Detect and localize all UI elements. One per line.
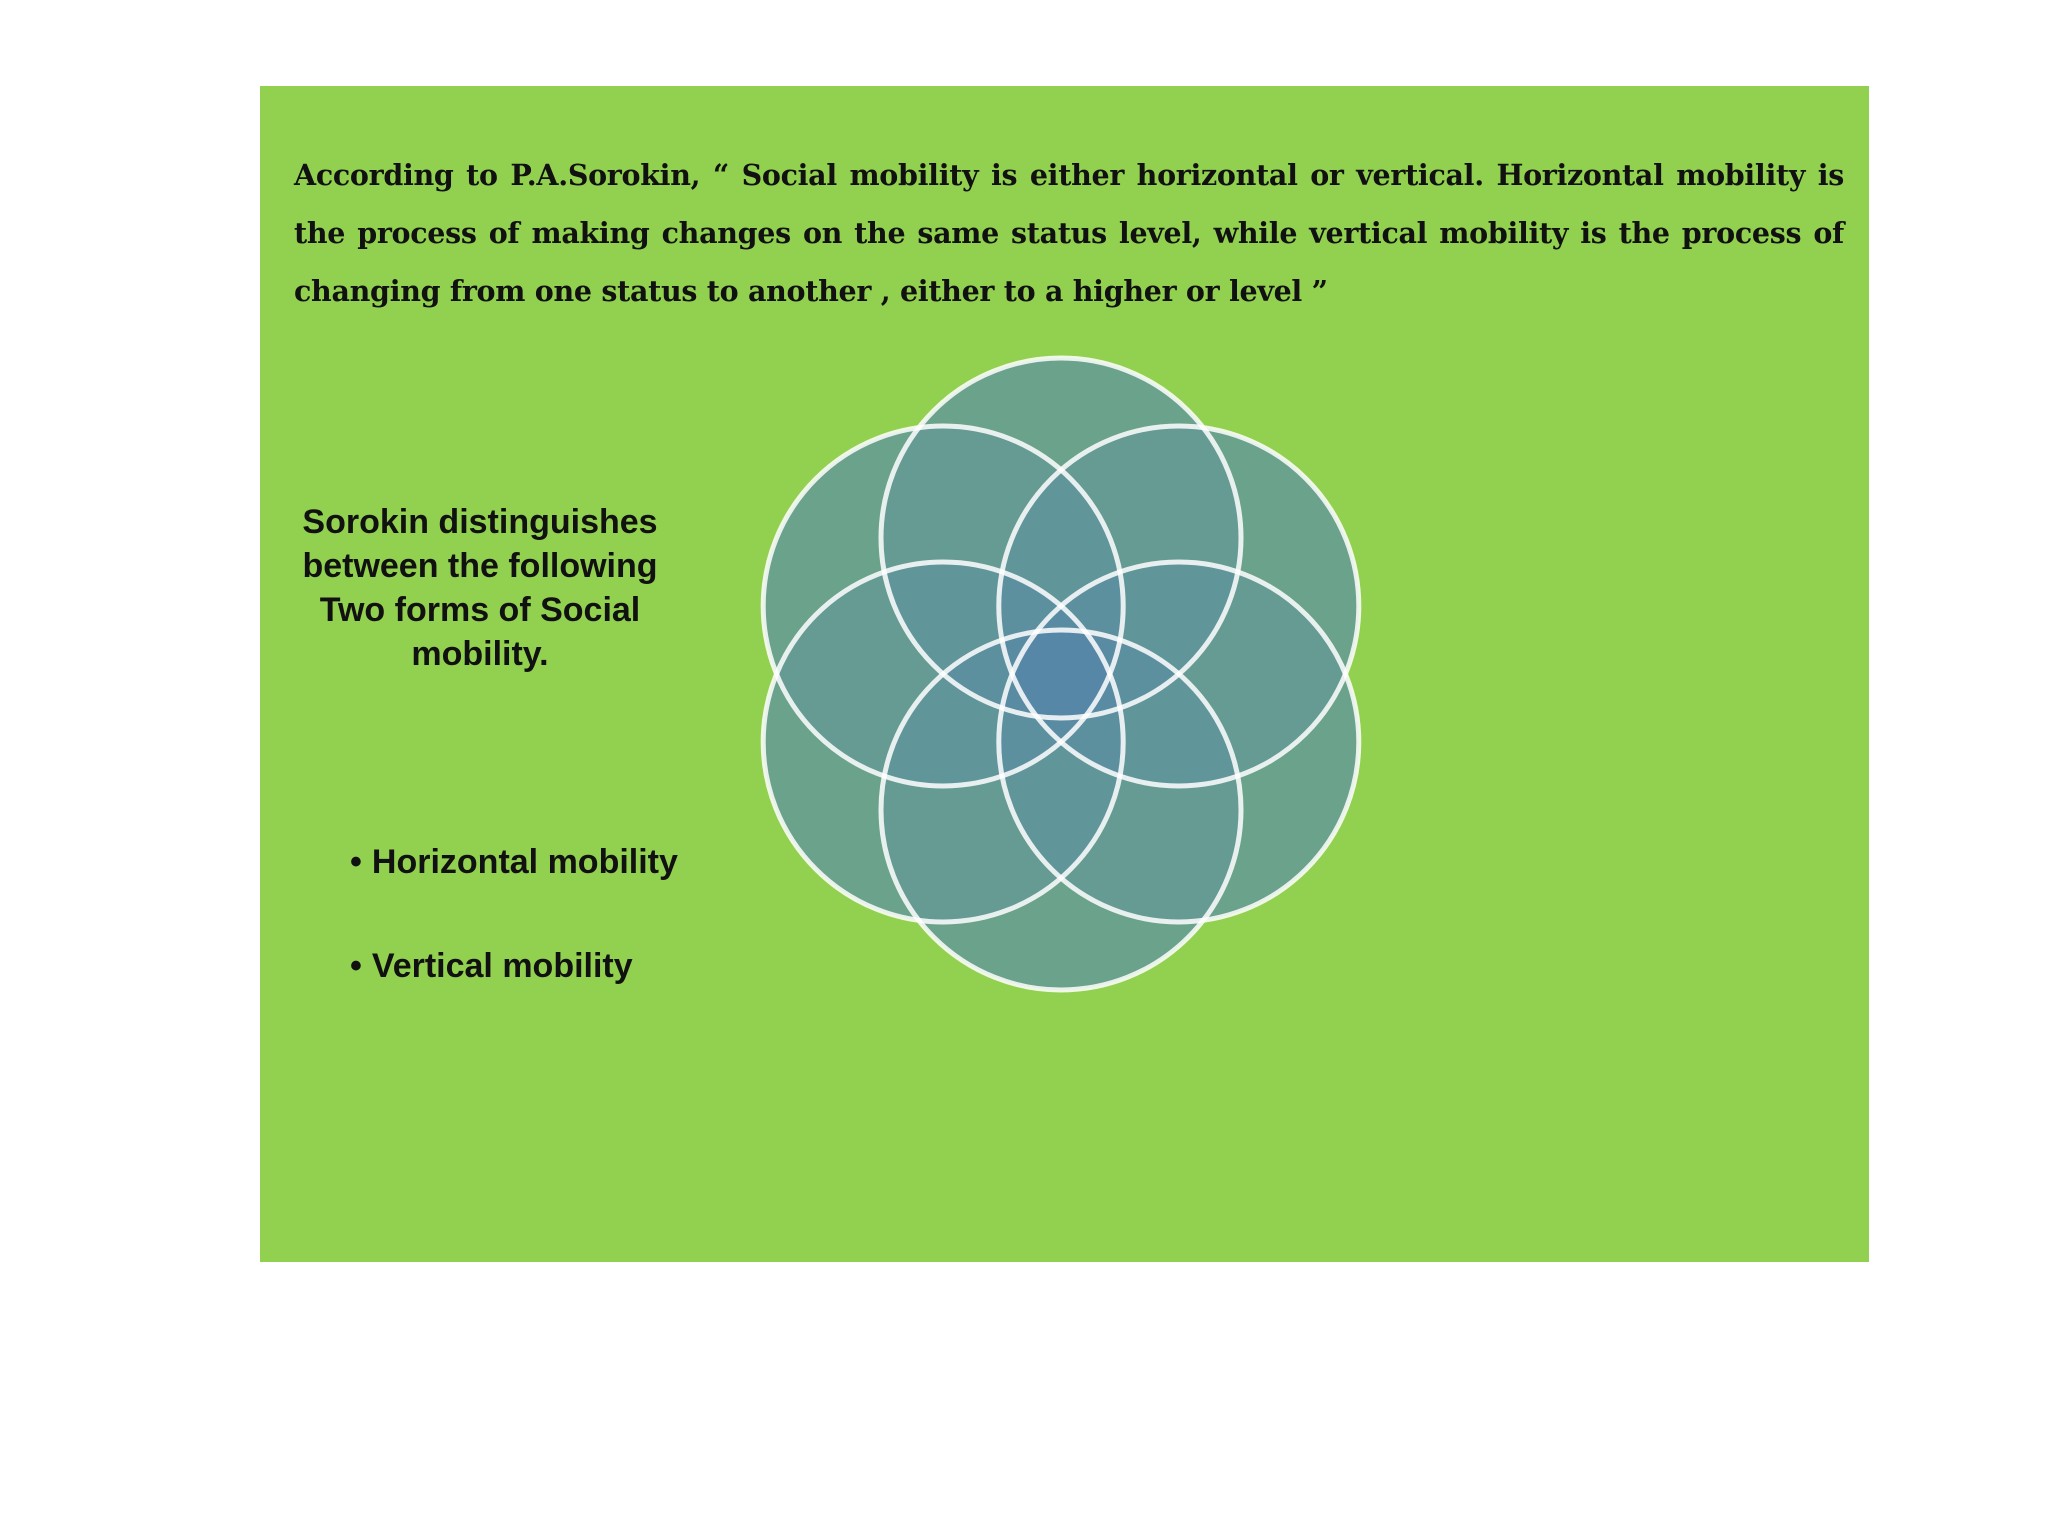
circle-outline-bottom xyxy=(878,627,1244,993)
sorokin-quote: According to P.A.Sorokin, “ Social mobil… xyxy=(294,158,1844,308)
list-item-horizontal-mobility: •Horizontal mobility xyxy=(350,838,678,942)
slide-background: According to P.A.Sorokin, “ Social mobil… xyxy=(260,86,1869,1262)
intro-text: Sorokin distinguishes between the follow… xyxy=(302,503,658,673)
list-item-vertical-mobility: •Vertical mobility xyxy=(350,942,678,1046)
circle-base-upper-left xyxy=(763,426,1124,786)
circle-top xyxy=(881,358,1241,718)
circle-lower-right xyxy=(998,562,1359,922)
circle-bottom xyxy=(881,630,1241,990)
circle-outline-lower-left xyxy=(760,559,1126,925)
circle-outline-top xyxy=(878,355,1244,721)
bullet-icon: • xyxy=(350,947,362,985)
circle-outline-lower-right xyxy=(996,559,1362,925)
circle-outline-upper-left xyxy=(760,423,1126,789)
circle-outline-upper-right xyxy=(996,423,1362,789)
circle-upper-left xyxy=(763,426,1124,786)
mobility-list: •Horizontal mobility •Vertical mobility xyxy=(350,838,678,1046)
list-item-label: Vertical mobility xyxy=(371,947,633,985)
list-item-label: Horizontal mobility xyxy=(371,843,678,881)
six-circle-venn-diagram xyxy=(760,355,1362,993)
circle-upper-right xyxy=(998,426,1359,786)
circle-lower-left xyxy=(763,562,1124,922)
bullet-icon: • xyxy=(350,843,362,881)
